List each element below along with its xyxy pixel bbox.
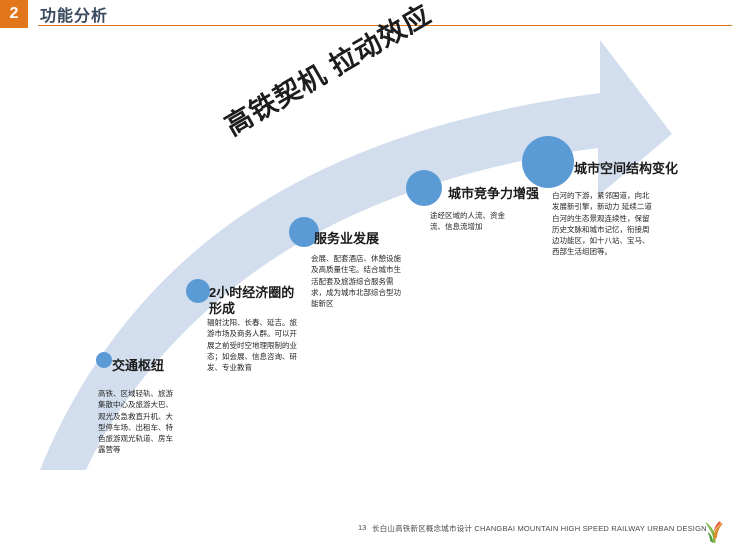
stage-description: 辐射沈阳、长春、延吉。旅游市场及商务人群。可以开展之前受时空地理限制的业态；如会… xyxy=(207,318,297,372)
stage-marker-dot xyxy=(406,170,442,206)
stage-marker-dot xyxy=(289,217,319,247)
stage-description: 高铁、区域轻轨、旅游集散中心及旅游大巴、观光及急救直升机、大型停车场、出租车、特… xyxy=(98,389,173,455)
stage-title: 服务业发展 xyxy=(314,231,380,246)
stage-title: 2小时经济圈的形成 xyxy=(209,285,295,317)
page-title: 功能分析 xyxy=(40,8,109,25)
header-divider xyxy=(38,25,732,26)
stage-description: 途经区域的人流、资金流、信息流增加 xyxy=(430,211,505,232)
company-y-logo-icon xyxy=(705,521,723,543)
stage-description: 白河的下游，紧邻国道，向北发展新引擎，新动力 延续二道白河的生态景观连续性，保留… xyxy=(552,191,652,257)
stage-title: 交通枢纽 xyxy=(112,358,165,373)
stage-description: 会展、配套酒店、休憩设施及高质量住宅。结合城市生活配套及旅游综合服务需求，成为城… xyxy=(311,254,401,308)
stage-title: 城市竞争力增强 xyxy=(448,186,540,201)
stage-marker-dot xyxy=(186,279,210,303)
page-number: 13 xyxy=(358,523,367,532)
footer-caption: 长白山高铁新区概念城市设计 CHANGBAI MOUNTAIN HIGH SPE… xyxy=(372,524,707,533)
stage-title: 城市空间结构变化 xyxy=(574,161,679,176)
slide-footer: 13 长白山高铁新区概念城市设计 CHANGBAI MOUNTAIN HIGH … xyxy=(0,515,734,547)
slide-header: 2 功能分析 xyxy=(0,0,734,34)
section-number-badge: 2 xyxy=(0,0,28,28)
stage-marker-dot xyxy=(96,352,112,368)
stage-marker-dot xyxy=(522,136,574,188)
